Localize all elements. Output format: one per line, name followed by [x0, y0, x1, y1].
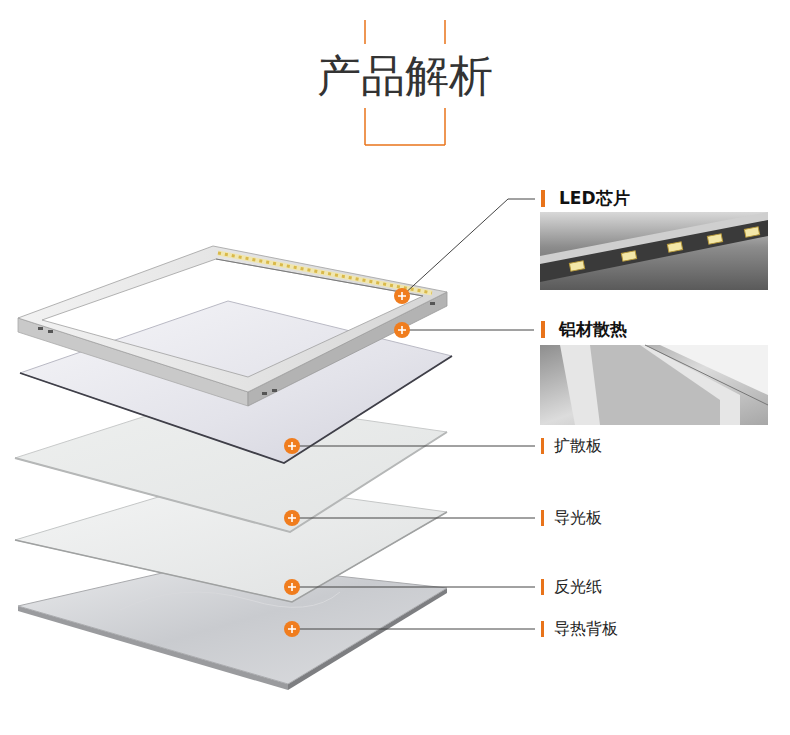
part-label: 导热背板	[552, 619, 620, 638]
led-chip-photo	[540, 212, 768, 290]
part-label: 扩散板	[552, 436, 604, 455]
aluminium-frame	[18, 246, 447, 406]
part-label: 铝材散热	[557, 319, 629, 339]
part-label: LED芯片	[557, 188, 632, 208]
part-label: 导光板	[552, 508, 604, 527]
leader-lines	[292, 199, 535, 629]
led-strip	[218, 253, 432, 293]
callout-dots	[284, 288, 410, 637]
page-title: 产品解析	[317, 50, 493, 103]
part-label: 反光纸	[552, 577, 604, 596]
aluminium-photo	[540, 345, 768, 425]
